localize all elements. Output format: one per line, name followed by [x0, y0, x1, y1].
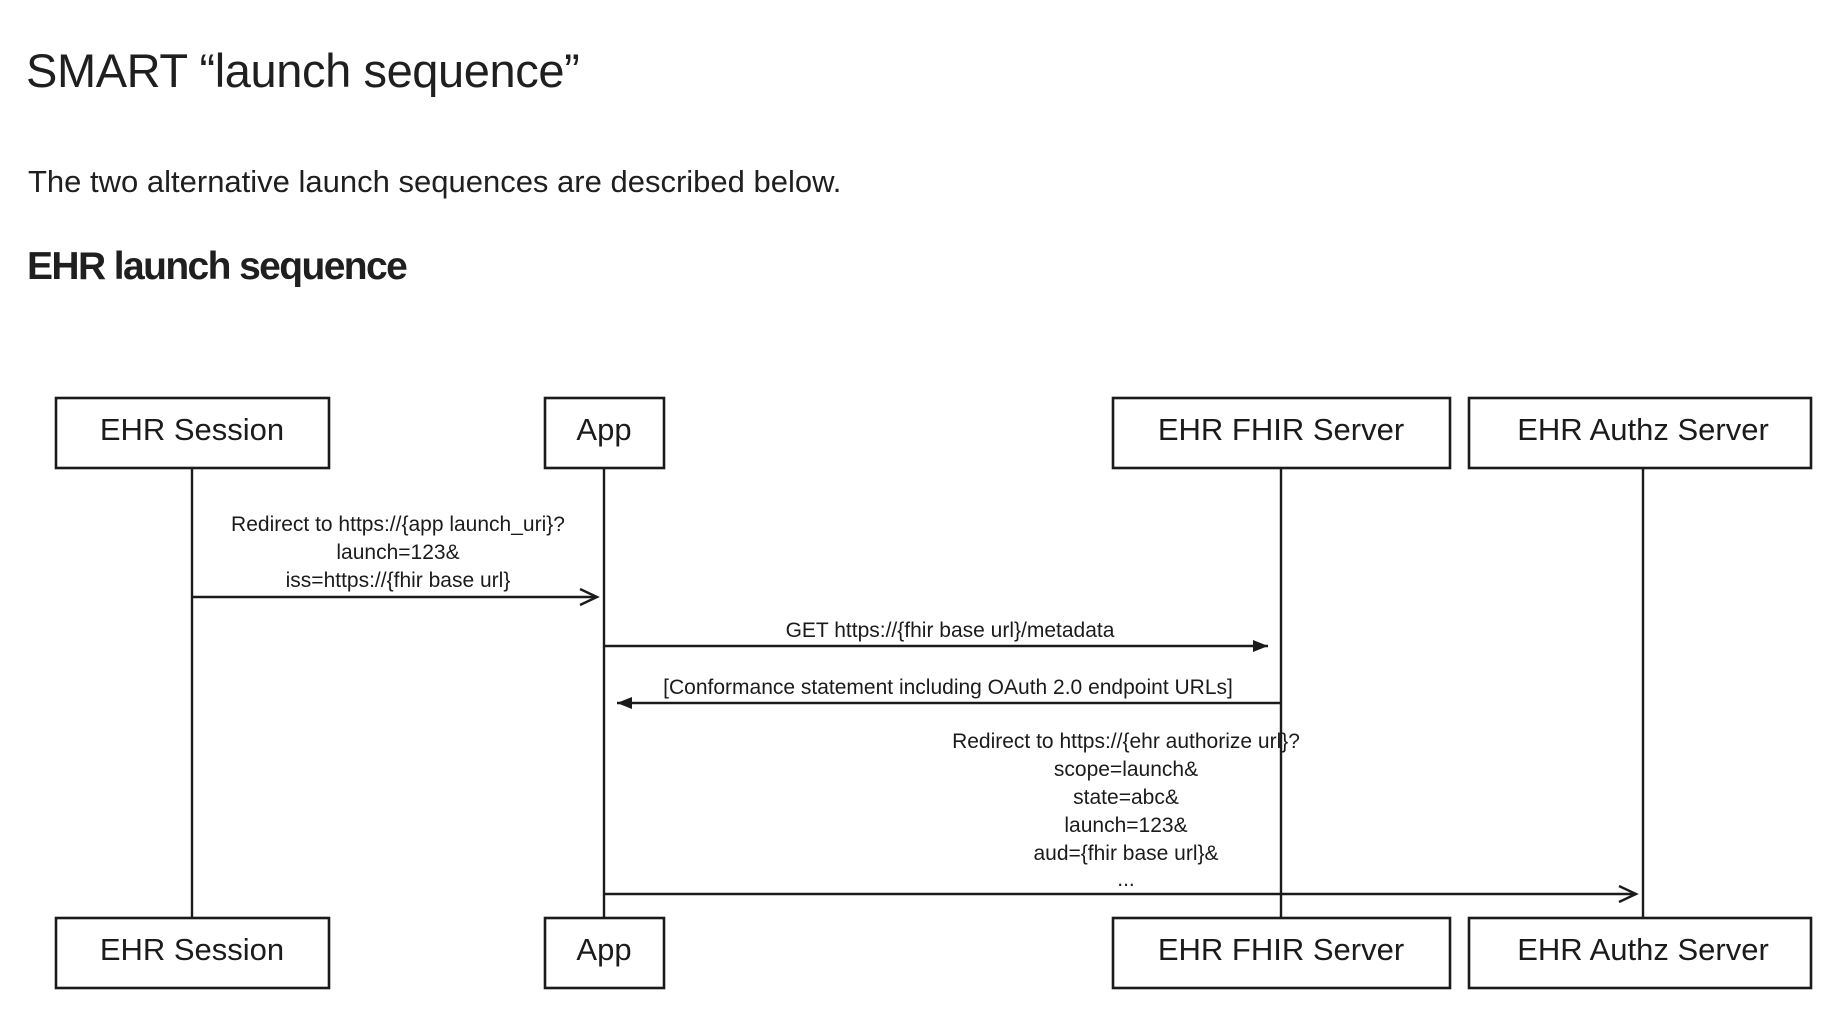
- message-label-get-metadata: GET https://{fhir base url}/metadata: [786, 619, 1115, 642]
- participant-label-ehr-fhir-server-bottom: EHR FHIR Server: [1158, 932, 1404, 967]
- message-label-redirect-launch-uri-line3: iss=https://{fhir base url}: [286, 569, 511, 592]
- message-label-redirect-authorize-line4: launch=123&: [1064, 814, 1187, 837]
- participant-label-ehr-fhir-server-top: EHR FHIR Server: [1158, 412, 1404, 447]
- participant-label-ehr-session-bottom: EHR Session: [100, 932, 284, 967]
- message-get-metadata: GET https://{fhir base url}/metadata: [604, 619, 1268, 652]
- participant-label-app-top: App: [576, 412, 631, 447]
- participant-label-ehr-authz-server-top: EHR Authz Server: [1517, 412, 1769, 447]
- intro-paragraph: The two alternative launch sequences are…: [28, 164, 842, 199]
- participant-box-ehr-session-bottom: EHR Session: [54, 916, 331, 990]
- message-label-conformance-statement: [Conformance statement including OAuth 2…: [663, 676, 1233, 699]
- participant-box-ehr-fhir-server-bottom: EHR FHIR Server: [1111, 916, 1452, 990]
- lifelines: [190, 468, 1645, 918]
- participant-box-ehr-authz-server-bottom: EHR Authz Server: [1467, 916, 1813, 990]
- message-label-redirect-authorize-line2: scope=launch&: [1054, 758, 1198, 781]
- participant-box-ehr-session-top: EHR Session: [54, 396, 331, 470]
- participant-box-app-top: App: [543, 396, 666, 470]
- participant-box-app-bottom: App: [543, 916, 666, 990]
- message-label-redirect-launch-uri-line2: launch=123&: [336, 541, 459, 564]
- page-title: SMART “launch sequence”: [26, 44, 580, 98]
- participant-label-ehr-session-top: EHR Session: [100, 412, 284, 447]
- participant-label-app-bottom: App: [576, 932, 631, 967]
- message-label-redirect-authorize-line5: aud={fhir base url}&: [1033, 842, 1218, 865]
- message-label-redirect-authorize-line1: Redirect to https://{ehr authorize url}?: [952, 730, 1300, 753]
- message-redirect-launch-uri: Redirect to https://{app launch_uri}? la…: [192, 513, 597, 597]
- message-label-redirect-authorize-line6: ...: [1117, 868, 1135, 891]
- participant-box-ehr-authz-server-top: EHR Authz Server: [1467, 396, 1813, 470]
- section-heading-ehr-launch-sequence: EHR launch sequence: [27, 245, 408, 289]
- message-conformance-statement: [Conformance statement including OAuth 2…: [617, 676, 1281, 709]
- participant-label-ehr-authz-server-bottom: EHR Authz Server: [1517, 932, 1769, 967]
- message-label-redirect-authorize-line3: state=abc&: [1073, 786, 1179, 809]
- message-label-redirect-launch-uri-line1: Redirect to https://{app launch_uri}?: [231, 513, 565, 536]
- message-redirect-authorize: Redirect to https://{ehr authorize url}?…: [604, 730, 1636, 894]
- participant-box-ehr-fhir-server-top: EHR FHIR Server: [1111, 396, 1452, 470]
